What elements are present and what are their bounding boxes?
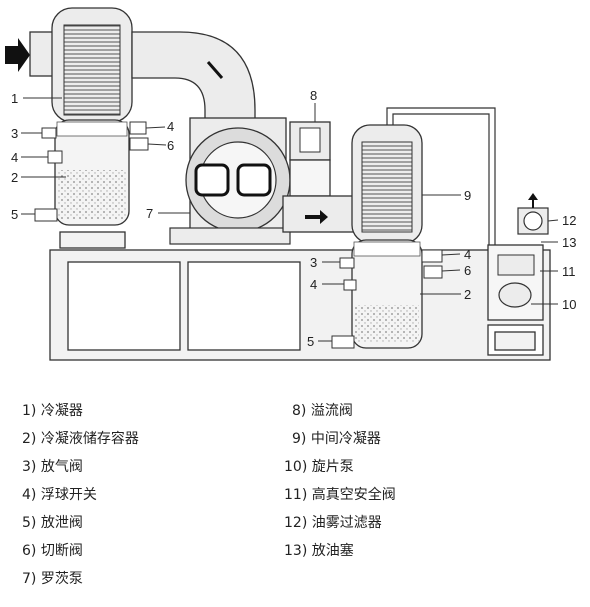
rotary-vane-pump xyxy=(487,244,544,321)
callout-2: 2 xyxy=(11,170,18,185)
legend-item-float-switch: 4) 浮球开关 xyxy=(22,487,97,503)
callout-2: 2 xyxy=(464,287,471,302)
base-frame xyxy=(49,231,551,361)
vacuum-system-diagram: 1 3 4 2 5 4 6 7 8 9 3 4 2 5 4 6 12 13 11… xyxy=(5,7,576,361)
legend-item-intermediate-condenser: 9) 中间冷凝器 xyxy=(292,431,381,447)
connecting-pipe xyxy=(386,107,496,245)
legend-item-shutoff-valve: 6) 切断阀 xyxy=(22,543,83,559)
callout-5: 5 xyxy=(307,334,314,349)
callout-4: 4 xyxy=(310,277,317,292)
legend-item-condenser: 1) 冷凝器 xyxy=(22,403,83,419)
condensate-vessel-1 xyxy=(54,119,130,226)
callout-5: 5 xyxy=(11,207,18,222)
legend: 1) 冷凝器 2) 冷凝液储存容器 3) 放气阀 4) 浮球开关 5) 放泄阀 … xyxy=(0,390,590,605)
callout-4: 4 xyxy=(11,150,18,165)
callout-13: 13 xyxy=(562,235,576,250)
callout-6: 6 xyxy=(167,138,174,153)
callout-9: 9 xyxy=(464,188,471,203)
legend-item-overflow-valve: 8) 溢流阀 xyxy=(292,403,353,419)
roots-pump xyxy=(169,117,291,245)
legend-item-condensate-vessel: 2) 冷凝液储存容器 xyxy=(22,431,139,447)
callout-1: 1 xyxy=(11,91,18,106)
legend-item-oil-mist-filter: 12) 油雾过滤器 xyxy=(284,515,382,531)
legend-item-roots-pump: 7) 罗茨泵 xyxy=(22,571,83,587)
legend-item-rotary-vane-pump: 10) 旋片泵 xyxy=(284,459,354,475)
callout-3: 3 xyxy=(310,255,317,270)
callout-7: 7 xyxy=(146,206,153,221)
condensate-vessel-2 xyxy=(351,239,423,349)
legend-item-oil-drain-plug: 13) 放油塞 xyxy=(284,543,354,559)
callout-4: 4 xyxy=(464,247,471,262)
legend-item-high-vacuum-safety-valve: 11) 高真空安全阀 xyxy=(284,487,396,503)
callout-4: 4 xyxy=(167,119,174,134)
flow-arrow xyxy=(206,61,224,79)
callout-11: 11 xyxy=(562,264,576,279)
callout-3: 3 xyxy=(11,126,18,141)
intermediate-condenser xyxy=(351,124,423,244)
callout-6: 6 xyxy=(464,263,471,278)
small-valves xyxy=(34,121,443,349)
inlet-arrow xyxy=(5,38,30,72)
callout-10: 10 xyxy=(562,297,576,312)
callout-12: 12 xyxy=(562,213,576,228)
leader-lines xyxy=(21,97,559,342)
condenser-1 xyxy=(51,7,133,123)
legend-item-vent-valve: 3) 放气阀 xyxy=(22,459,83,475)
oil-mist-filter xyxy=(517,193,549,235)
callout-8: 8 xyxy=(310,88,317,103)
legend-item-drain-valve: 5) 放泄阀 xyxy=(22,515,83,531)
overflow-valve xyxy=(282,121,356,233)
